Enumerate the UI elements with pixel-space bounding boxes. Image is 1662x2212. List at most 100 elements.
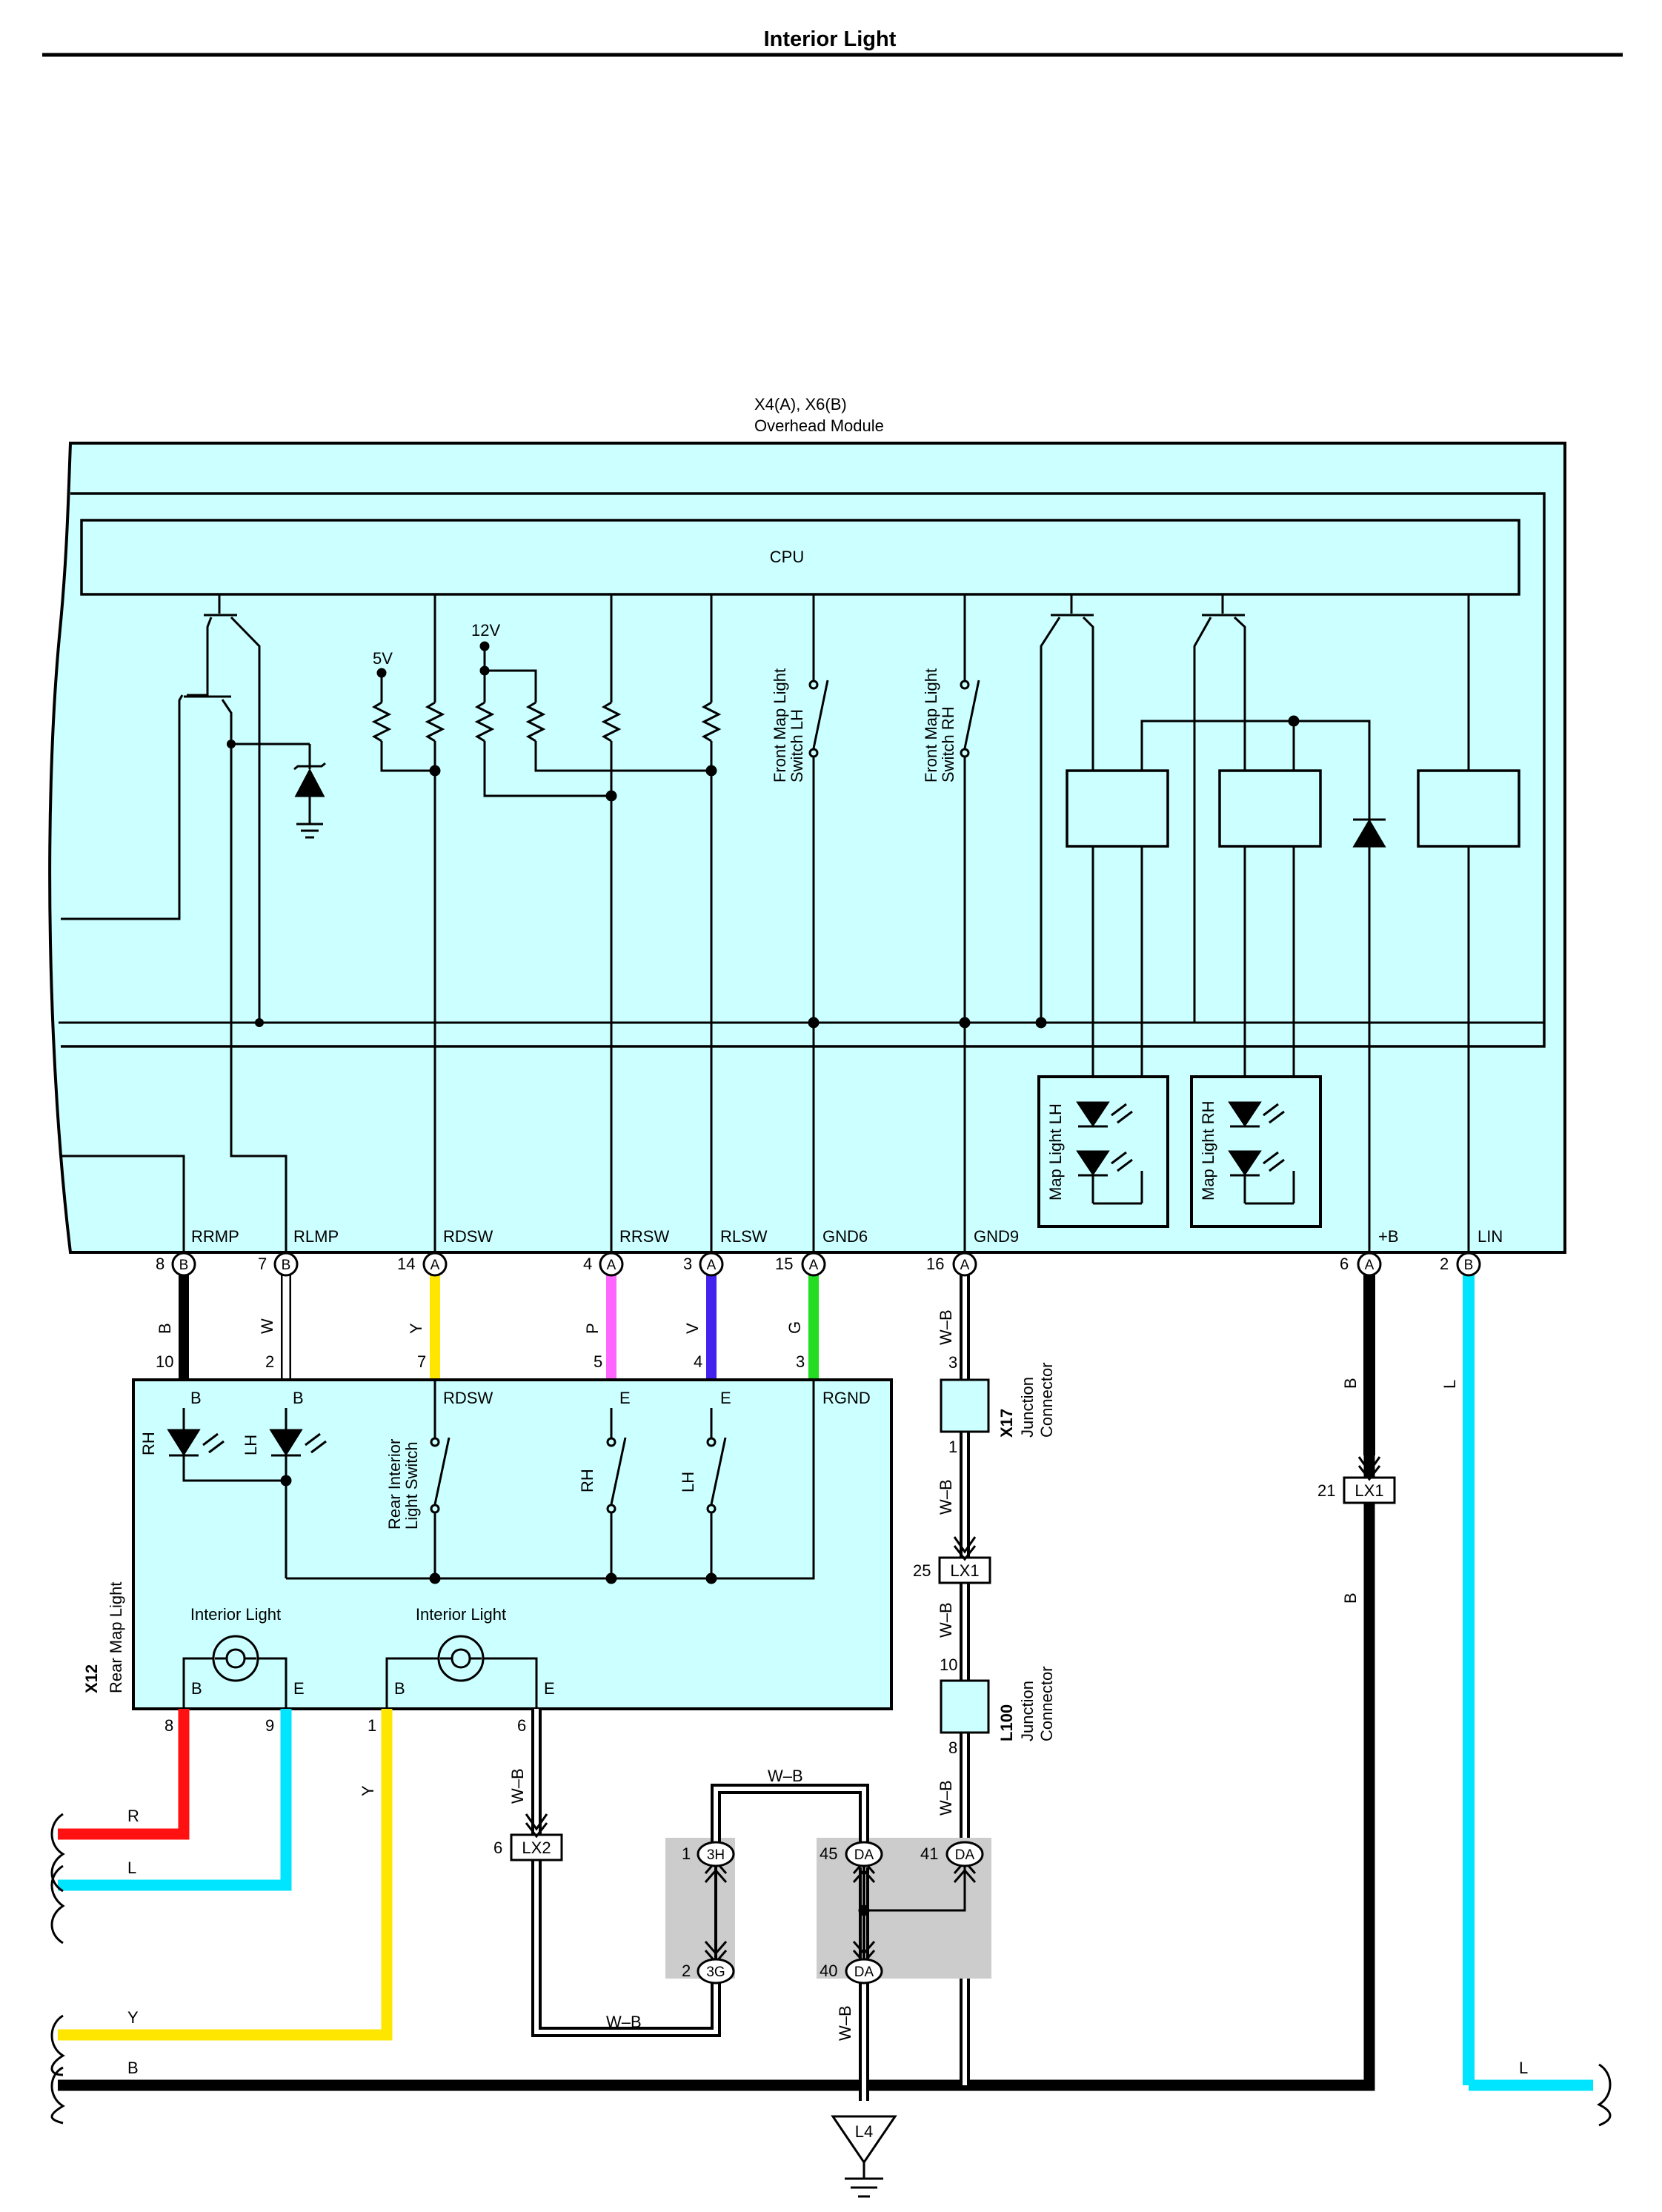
resistor-network-5v	[371, 594, 445, 1252]
rear-led-lh-label: LH	[242, 1435, 260, 1455]
transistor-right-2	[1193, 594, 1246, 1023]
svg-text:Junction: Junction	[1018, 1681, 1037, 1741]
svg-text:A: A	[607, 1258, 616, 1273]
svg-text:B: B	[1464, 1258, 1474, 1273]
overhead-name: Overhead Module	[754, 416, 884, 435]
svg-text:1: 1	[682, 1844, 691, 1863]
svg-text:W–B: W–B	[937, 1309, 955, 1345]
svg-text:3H: 3H	[707, 1847, 725, 1863]
bus-junction	[255, 1018, 264, 1027]
terminal-gnd9: GND9	[974, 1227, 1019, 1246]
rear-switch-rh-label: RH	[578, 1469, 596, 1492]
l100-junction: L100 Junction Connector 10 8	[940, 1655, 1056, 1757]
label-5v: 5V	[373, 649, 393, 668]
overhead-module-box	[48, 442, 1566, 1254]
svg-text:10: 10	[940, 1655, 957, 1674]
svg-text:E: E	[619, 1389, 631, 1407]
svg-text:8: 8	[156, 1255, 164, 1273]
label-12v: 12V	[471, 621, 500, 640]
svg-text:21: 21	[1317, 1481, 1335, 1500]
svg-text:A: A	[809, 1258, 819, 1273]
svg-text:L: L	[127, 1859, 136, 1877]
svg-text:B: B	[127, 2059, 139, 2077]
svg-text:Y: Y	[359, 1785, 377, 1796]
svg-text:E: E	[544, 1679, 555, 1698]
svg-text:Connector: Connector	[1037, 1666, 1056, 1741]
wb-label-2: W–B	[937, 1479, 955, 1515]
svg-text:E: E	[293, 1679, 305, 1698]
terminal-labels: RRMP RLMP RDSW RRSW RLSW GND6 GND9 +B LI…	[191, 1227, 1503, 1246]
svg-text:DA: DA	[854, 1964, 874, 1980]
svg-text:L100: L100	[997, 1704, 1016, 1741]
x17-junction: X17 Junction Connector 3 1	[940, 1353, 1056, 1456]
pin-rlsw: A3	[683, 1252, 724, 1277]
svg-text:B: B	[179, 1258, 189, 1273]
svg-text:5: 5	[594, 1352, 602, 1371]
svg-text:A: A	[431, 1258, 440, 1273]
svg-text:6: 6	[517, 1716, 526, 1735]
svg-text:L: L	[1440, 1380, 1459, 1389]
svg-text:2: 2	[265, 1352, 274, 1371]
lx1-left-connector: LX1 25	[913, 1536, 991, 1584]
pin-gnd6: A15	[775, 1252, 826, 1277]
svg-text:Connector: Connector	[1037, 1362, 1056, 1438]
svg-text:B: B	[156, 1323, 174, 1334]
rear-connector-id: X12	[82, 1664, 101, 1693]
map-light-lh-label: Map Light LH	[1046, 1103, 1065, 1200]
map-light-rh	[1190, 1075, 1322, 1228]
wb-label-bottom: W–B	[606, 2013, 642, 2031]
svg-text:A: A	[707, 1258, 717, 1273]
wb-label-lx2: W–B	[508, 1768, 527, 1804]
rear-switch-label-1: Rear Interior	[385, 1439, 404, 1530]
driver-blocks	[1066, 769, 1520, 848]
cpu-block	[80, 519, 1520, 596]
transistor-left	[61, 594, 261, 1141]
rear-switch-lh-label: LH	[679, 1472, 697, 1492]
front-rh-label-1: Front Map Light	[922, 668, 940, 783]
svg-text:3G: 3G	[706, 1964, 725, 1980]
svg-text:B: B	[191, 1679, 202, 1698]
pin-rrmp: B8	[156, 1252, 196, 1277]
wb-label-4: W–B	[937, 1780, 955, 1816]
svg-text:2: 2	[682, 1962, 691, 1980]
svg-text:14: 14	[397, 1255, 415, 1273]
svg-text:7: 7	[417, 1352, 426, 1371]
svg-text:2: 2	[1440, 1255, 1449, 1273]
svg-text:B: B	[293, 1389, 304, 1407]
front-lh-label-1: Front Map Light	[771, 668, 789, 783]
bottom-wires	[58, 1455, 1593, 2091]
front-map-switch-rh	[959, 594, 980, 1252]
terminal-pins: B8 B7 A14 A4 A3 A15 A16 A6 B2	[156, 1252, 1481, 1277]
rear-switch-label-2: Light Switch	[402, 1441, 421, 1530]
harness-wires	[179, 1266, 1475, 2085]
pin-rrsw: A4	[583, 1252, 624, 1277]
svg-text:LX2: LX2	[522, 1839, 551, 1857]
page-title: Interior Light	[764, 27, 897, 51]
svg-text:W: W	[258, 1318, 276, 1334]
svg-text:45: 45	[820, 1844, 837, 1863]
pin-3h: 3H 1	[682, 1841, 735, 1867]
rear-lamp-feeds	[61, 1141, 287, 1252]
pin-rlmp: B7	[258, 1252, 299, 1277]
svg-text:V: V	[683, 1323, 702, 1334]
resistor-network-12v	[474, 594, 722, 1252]
svg-text:Interior Light: Interior Light	[416, 1605, 506, 1624]
svg-text:LX1: LX1	[950, 1561, 979, 1580]
svg-text:16: 16	[926, 1255, 944, 1273]
svg-text:25: 25	[913, 1561, 931, 1580]
svg-text:1: 1	[948, 1438, 957, 1456]
interior-light-2: Interior Light B E	[385, 1605, 555, 1709]
terminal-rrmp: RRMP	[191, 1227, 239, 1246]
lx2-connector: LX2 6	[493, 1813, 563, 1861]
splice-3h-3g	[704, 1859, 728, 1964]
svg-text:4: 4	[583, 1255, 592, 1273]
svg-text:Interior Light: Interior Light	[190, 1605, 281, 1624]
svg-text:B: B	[1341, 1378, 1360, 1389]
cpu-label: CPU	[770, 548, 804, 566]
rear-box-labels: B B RDSW E E RGND	[190, 1389, 871, 1407]
pin-da45: DA 45	[820, 1841, 883, 1867]
svg-text:L: L	[1519, 2059, 1528, 2077]
svg-text:B: B	[282, 1258, 291, 1273]
terminal-plus-b: +B	[1378, 1227, 1399, 1246]
